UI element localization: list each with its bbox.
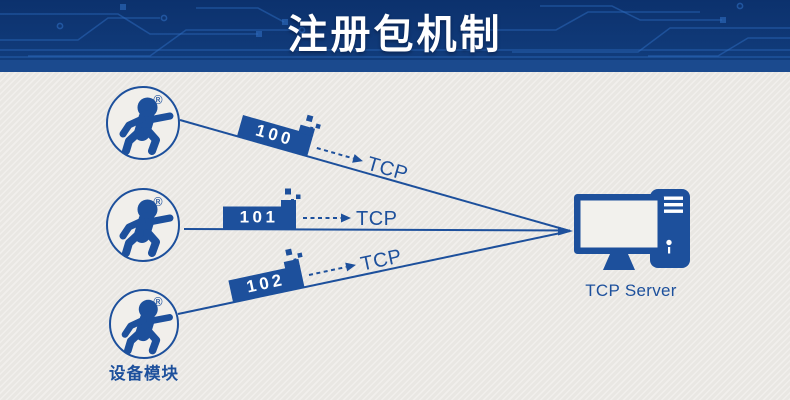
packet-id: 101 (240, 208, 279, 227)
protocol-label: TCP (359, 245, 404, 275)
registered-trademark: ® (152, 295, 164, 309)
device-module-1: ® (106, 86, 180, 160)
pixel-square (305, 114, 314, 123)
packet-flow-102: 102 TCP (228, 245, 404, 302)
server-label: TCP Server (585, 281, 677, 300)
flow-line-middle (183, 228, 571, 232)
pixel-square (293, 258, 297, 262)
pixel-square (297, 252, 303, 258)
pixel-square (285, 188, 291, 195)
protocol-label: TCP (356, 208, 398, 230)
pixel-square (296, 194, 301, 199)
dashed-arrow (308, 266, 347, 276)
registered-trademark: ® (152, 93, 164, 107)
circuit-pattern (0, 2, 790, 58)
pixel-square (285, 248, 293, 256)
header-bottom-band (0, 60, 790, 72)
page-title: 注册包机制 (287, 13, 503, 57)
dashed-arrow (316, 147, 354, 160)
header-banner: 注册包机制 (0, 0, 790, 72)
convergence-arrow-tip (558, 226, 573, 236)
packet-tab (281, 200, 296, 208)
pixel-square (291, 199, 294, 202)
arrowhead-icon (352, 154, 363, 163)
packet-box (223, 206, 296, 229)
flow-line-bottom (177, 230, 571, 315)
pixel-square (315, 123, 321, 130)
registered-trademark: ® (152, 195, 164, 209)
protocol-label: TCP (365, 153, 411, 186)
power-button-icon (666, 239, 672, 246)
packet-box (237, 115, 314, 157)
packet-flow-100: 100 TCP (237, 114, 411, 186)
arrowhead-icon (345, 262, 356, 272)
monitor-stand (603, 254, 635, 270)
device-module-2: ® (106, 188, 180, 262)
device-module-3: ® (109, 289, 179, 359)
packet-flow-101: 101 TCP (223, 188, 398, 230)
packet-tab (283, 258, 301, 270)
server-icon (574, 189, 690, 270)
packet-box (228, 265, 305, 302)
monitor-screen (580, 200, 658, 248)
pixel-square (309, 126, 314, 131)
flow-line-top (179, 119, 571, 232)
device-group-label: 设备模块 (109, 363, 179, 383)
arrowhead-icon (341, 213, 351, 223)
